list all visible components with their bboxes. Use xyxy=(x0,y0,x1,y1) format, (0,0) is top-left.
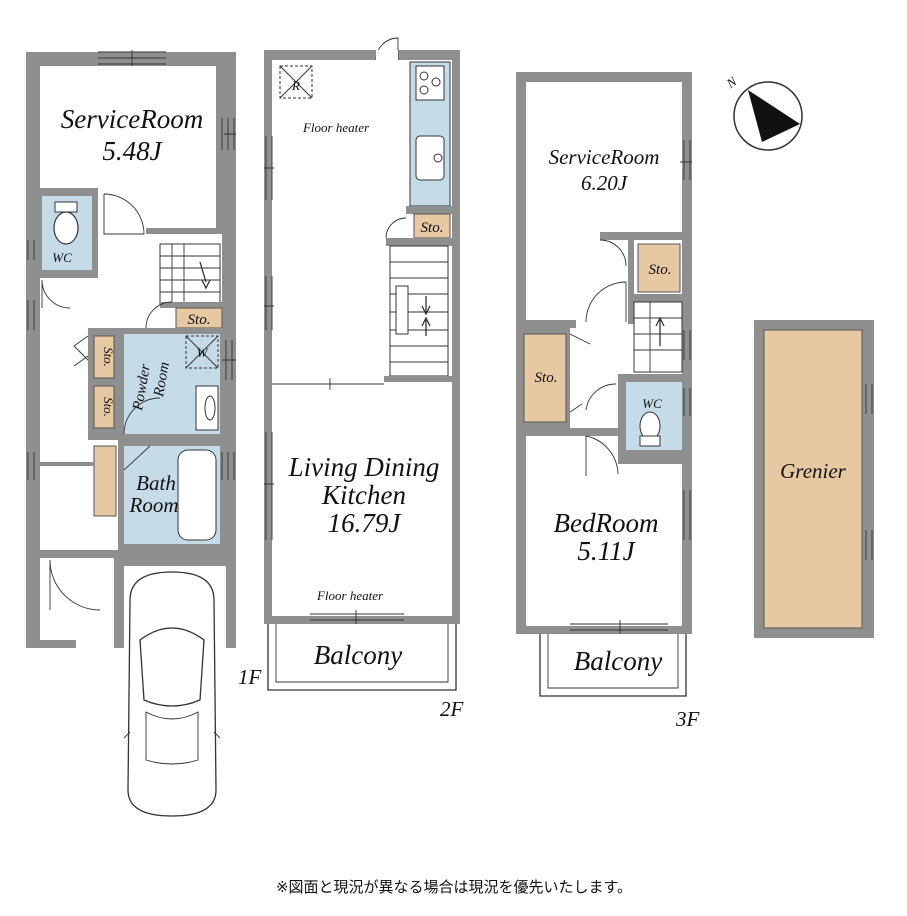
powder-room-label-2: Room xyxy=(151,361,173,399)
sto-1f-left-b: Sto. xyxy=(101,397,116,417)
bath-room-label-2: Room xyxy=(129,493,179,517)
floor-heater-top-label: Floor heater xyxy=(302,120,370,135)
ldk-label-1: Living Dining xyxy=(288,452,440,482)
fridge-label: R xyxy=(291,78,300,93)
ldk-label-2: Kitchen xyxy=(321,480,406,510)
balcony-2f-label: Balcony xyxy=(314,640,402,670)
floor-1-label: 1F xyxy=(238,665,262,689)
wc-1f-label: WC xyxy=(52,250,72,265)
sto-2f-label: Sto. xyxy=(421,220,444,236)
floor-2: R Floor heater Sto. Living Dining Kitche… xyxy=(264,37,464,721)
washer-label: W xyxy=(197,345,209,360)
service-room-1f-size: 5.48J xyxy=(102,136,163,166)
bedroom-size: 5.11J xyxy=(577,536,636,566)
ldk-size: 16.79J xyxy=(328,508,403,538)
car-icon xyxy=(123,571,221,817)
sto-3f-left-label: Sto. xyxy=(535,370,558,386)
service-room-3f-size: 6.20J xyxy=(581,171,629,195)
compass-north-label: N xyxy=(723,73,741,92)
sto-1f-label: Sto. xyxy=(188,312,211,328)
floor-1: ServiceRoom 5.48J WC Sto. Sto. Sto. W Po… xyxy=(26,50,262,817)
balcony-3f-label: Balcony xyxy=(574,646,662,676)
sto-1f-left-a: Sto. xyxy=(101,347,116,367)
grenier: Grenier xyxy=(754,320,874,638)
north-arrow-icon: N xyxy=(723,73,803,151)
service-room-3f-label: ServiceRoom xyxy=(549,145,660,169)
service-room-1f-label: ServiceRoom xyxy=(61,104,203,134)
floor-3-label: 3F xyxy=(675,707,700,731)
floor-heater-bottom-label: Floor heater xyxy=(316,588,384,603)
floor-3: ServiceRoom 6.20J Sto. Sto. WC BedRoom 5… xyxy=(516,72,700,731)
bedroom-label: BedRoom xyxy=(554,508,659,538)
disclaimer-footnote: ※図面と現況が異なる場合は現況を優先いたします。 xyxy=(276,878,632,896)
sto-3f-right-label: Sto. xyxy=(649,262,672,278)
floor-2-label: 2F xyxy=(440,697,464,721)
bath-room-label-1: Bath xyxy=(136,471,176,495)
grenier-label: Grenier xyxy=(780,459,847,483)
wc-3f-label: WC xyxy=(642,396,662,411)
